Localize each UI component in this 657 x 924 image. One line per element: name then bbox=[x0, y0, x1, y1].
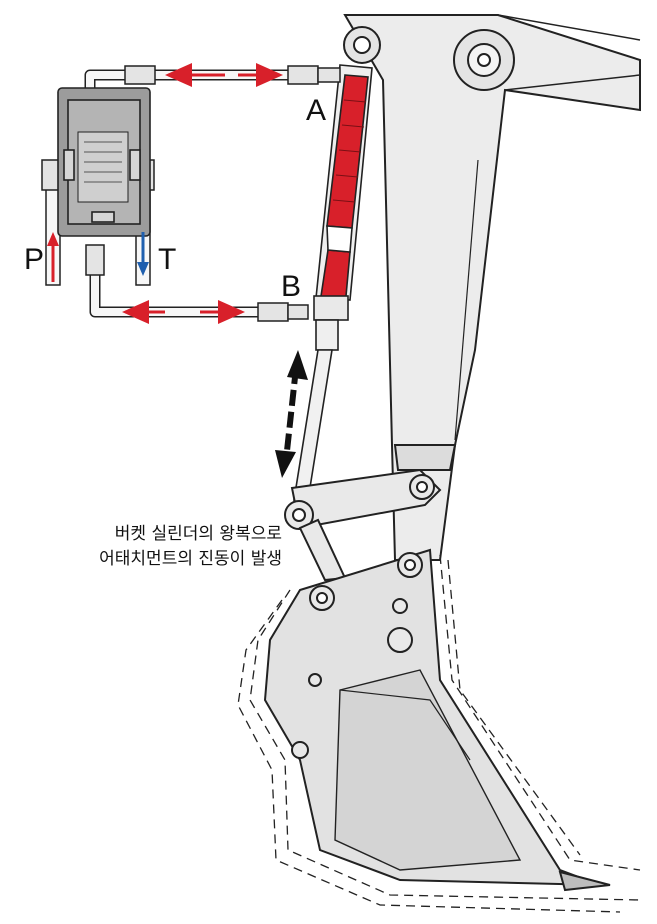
excavator-arm bbox=[343, 14, 641, 561]
caption-line-2: 어태치먼트의 진동이 발생 bbox=[99, 548, 282, 569]
supply-arrowhead-p bbox=[47, 232, 59, 246]
bucket-linkage bbox=[284, 468, 442, 582]
port-p-label: P bbox=[24, 243, 45, 276]
return-arrowhead-t bbox=[137, 262, 149, 276]
hose-to-port-b bbox=[85, 244, 309, 324]
bucket bbox=[263, 548, 611, 892]
diagram-caption: 버켓 실린더의 왕복으로 어태치먼트의 진동이 발생 bbox=[99, 522, 282, 571]
bucket-cylinder bbox=[293, 64, 373, 501]
port-a-label: A bbox=[306, 94, 327, 127]
arm-pivot bbox=[343, 26, 515, 91]
port-t-label: T bbox=[158, 243, 177, 276]
vibration-lines bbox=[237, 554, 641, 913]
reciprocating-arrow bbox=[275, 350, 308, 478]
port-b-label: B bbox=[281, 270, 302, 303]
control-valve-block bbox=[57, 87, 151, 237]
caption-line-1: 버켓 실린더의 왕복으로 bbox=[114, 524, 282, 544]
